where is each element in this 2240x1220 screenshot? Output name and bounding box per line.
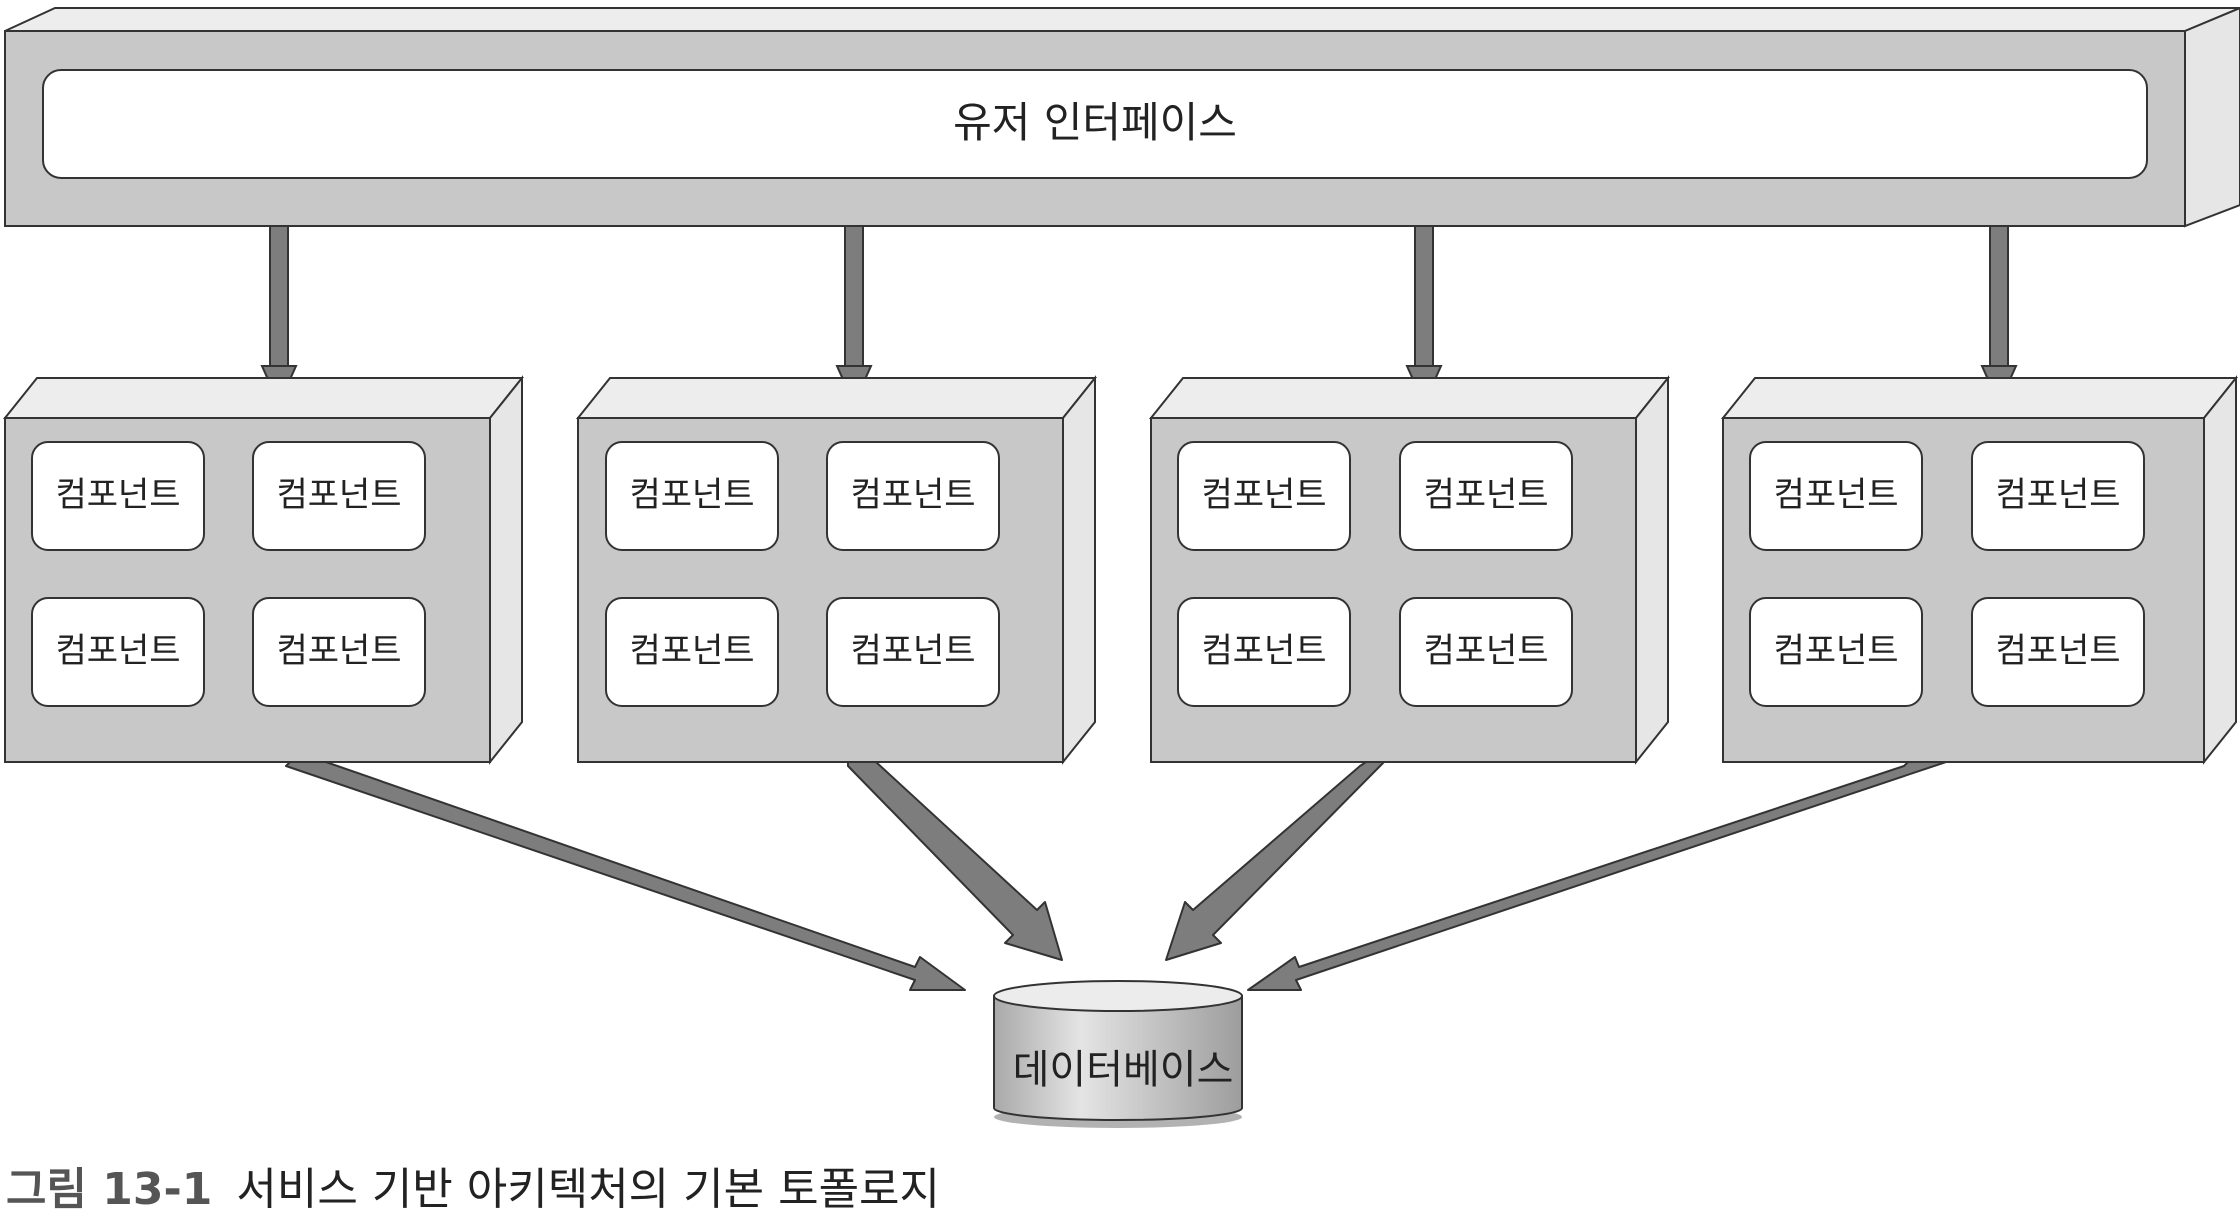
database-cylinder: 데이터베이스: [993, 980, 1243, 1128]
component-label: 컴포넌트: [1773, 475, 1898, 515]
arrow-service-1-to-database: [285, 761, 966, 991]
service-block-2: 컴포넌트 컴포넌트 컴포넌트 컴포넌트: [575, 375, 1098, 765]
arrow-service-2-to-database: [847, 761, 1063, 961]
service-to-database-arrows: [285, 761, 1947, 991]
component-label: 컴포넌트: [276, 475, 401, 515]
ui-slab-side: [2184, 6, 2240, 228]
component-label: 컴포넌트: [1423, 631, 1548, 671]
component-label: 컴포넌트: [850, 631, 975, 671]
ui-slab-top: [4, 7, 2240, 32]
component-label: 컴포넌트: [1423, 475, 1548, 515]
component-label: 컴포넌트: [1773, 631, 1898, 671]
service-block-4: 컴포넌트 컴포넌트 컴포넌트 컴포넌트: [1720, 375, 2239, 765]
component-box: 컴포넌트: [1971, 597, 2145, 707]
component-box: 컴포넌트: [1177, 441, 1351, 551]
component-box: 컴포넌트: [605, 441, 779, 551]
user-interface-box: [42, 69, 2148, 179]
component-box: 컴포넌트: [31, 597, 205, 707]
component-box: 컴포넌트: [252, 441, 426, 551]
component-label: 컴포넌트: [1995, 475, 2120, 515]
component-label: 컴포넌트: [1995, 631, 2120, 671]
component-box: 컴포넌트: [1971, 441, 2145, 551]
component-box: 컴포넌트: [1177, 597, 1351, 707]
component-box: 컴포넌트: [826, 597, 1000, 707]
component-label: 컴포넌트: [276, 631, 401, 671]
figure-number: 그림 13-1: [6, 1164, 213, 1215]
service-block-1: 컴포넌트 컴포넌트 컴포넌트 컴포넌트: [2, 375, 525, 765]
component-box: 컴포넌트: [31, 441, 205, 551]
component-label: 컴포넌트: [629, 631, 754, 671]
component-box: 컴포넌트: [1749, 597, 1923, 707]
component-label: 컴포넌트: [55, 475, 180, 515]
component-label: 컴포넌트: [629, 475, 754, 515]
arrow-ui-to-service-1: [260, 225, 298, 407]
component-label: 컴포넌트: [55, 631, 180, 671]
ui-to-service-arrows: [260, 225, 2018, 407]
component-box: 컴포넌트: [1399, 597, 1573, 707]
figure-caption: 그림 13-1 서비스 기반 아키텍처의 기본 토폴로지: [6, 1160, 940, 1220]
service-block-3: 컴포넌트 컴포넌트 컴포넌트 컴포넌트: [1148, 375, 1671, 765]
arrow-service-3-to-database: [1165, 761, 1385, 961]
component-box: 컴포넌트: [252, 597, 426, 707]
database-label: 데이터베이스: [1013, 1047, 1234, 1093]
component-label: 컴포넌트: [850, 475, 975, 515]
arrow-service-4-to-database: [1247, 761, 1947, 991]
component-box: 컴포넌트: [605, 597, 779, 707]
component-label: 컴포넌트: [1201, 475, 1326, 515]
user-interface-layer: 유저 인터페이스: [4, 6, 2240, 228]
component-box: 컴포넌트: [1749, 441, 1923, 551]
user-interface-label: 유저 인터페이스: [953, 98, 1237, 147]
component-label: 컴포넌트: [1201, 631, 1326, 671]
component-box: 컴포넌트: [1399, 441, 1573, 551]
component-box: 컴포넌트: [826, 441, 1000, 551]
figure-caption-text: 서비스 기반 아키텍처의 기본 토폴로지: [236, 1164, 941, 1215]
